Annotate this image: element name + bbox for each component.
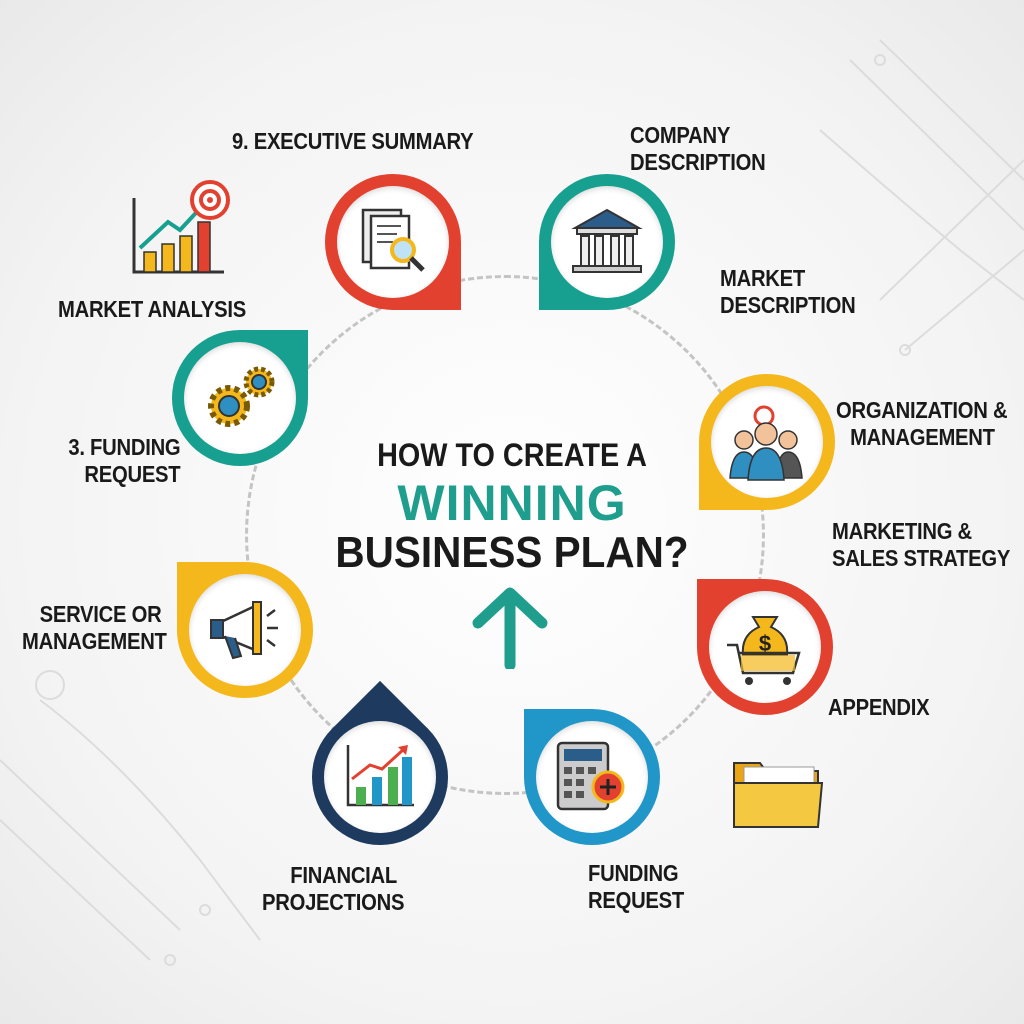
label-market-analysis: MARKET ANALYSIS — [58, 296, 246, 322]
label-line: DESCRIPTION — [630, 149, 766, 175]
svg-text:$: $ — [759, 631, 771, 656]
pin-organization-management[interactable] — [699, 374, 835, 510]
pin-funding-request[interactable] — [524, 709, 660, 845]
label-appendix: APPENDIX — [828, 694, 930, 720]
label-executive-summary: 9. EXECUTIVE SUMMARY — [232, 128, 474, 154]
pin-financial-projections[interactable] — [283, 680, 477, 874]
calculator-icon — [556, 741, 625, 811]
label-line: FINANCIAL — [290, 862, 397, 888]
label-line: MANAGEMENT — [22, 628, 167, 654]
up-arrow-icon — [472, 587, 548, 669]
pin-executive-summary[interactable] — [325, 174, 461, 310]
bar-chart-growth-icon — [346, 745, 414, 807]
label-organization-management: ORGANIZATION &MANAGEMENT — [836, 397, 1008, 451]
megaphone-icon — [210, 601, 278, 660]
label-line: REQUEST — [84, 461, 181, 487]
label-line: FUNDING — [588, 860, 679, 886]
label-marketing-sales: MARKETING &SALES STRATEGY — [832, 518, 1010, 572]
label-line: COMPANY — [630, 122, 731, 148]
folder-icon — [733, 762, 824, 828]
label-line: ORGANIZATION & — [836, 397, 1008, 423]
money-bag-cart-icon: $ — [727, 616, 801, 685]
label-line: SERVICE OR — [39, 601, 162, 627]
title-line-3: BUSINESS PLAN? — [335, 528, 689, 577]
title-line-1: HOW TO CREATE A — [377, 437, 647, 473]
label-line: SALES STRATEGY — [832, 545, 1011, 571]
market-analysis-icon — [132, 180, 230, 274]
pin-funding-request-3[interactable] — [172, 330, 308, 466]
pin-service-management[interactable] — [177, 562, 313, 698]
pin-appendix[interactable]: $ — [697, 579, 833, 715]
team-people-icon — [729, 405, 803, 481]
label-line: MARKET — [720, 265, 806, 291]
pin-company-description[interactable] — [539, 174, 675, 310]
label-line: DESCRIPTION — [720, 292, 856, 318]
label-line: PROJECTIONS — [262, 889, 405, 915]
gears-icon — [208, 366, 275, 427]
title-accent-winning: WINNING — [397, 475, 627, 531]
label-line: MANAGEMENT — [850, 424, 995, 450]
label-line: MARKETING & — [832, 518, 972, 544]
bank-building-icon — [571, 208, 643, 273]
label-line: 3. FUNDING — [68, 434, 181, 460]
dashed-cycle-ring — [245, 275, 765, 795]
document-search-icon — [361, 208, 425, 272]
label-line: REQUEST — [588, 887, 685, 913]
